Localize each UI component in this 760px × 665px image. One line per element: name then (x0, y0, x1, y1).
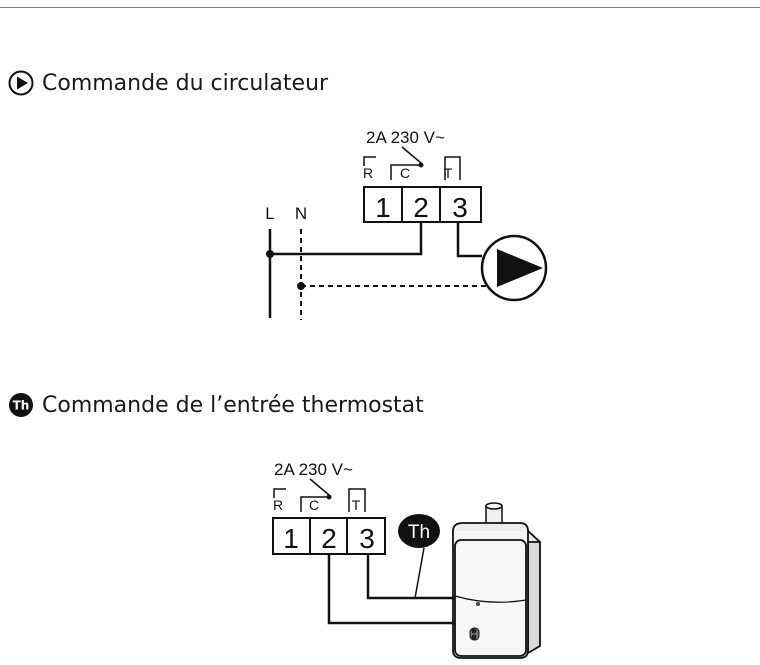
thermostat-th-badge (398, 514, 440, 548)
thermostat-contact-t: T (352, 497, 361, 513)
top-divider (0, 7, 760, 8)
circulateur-contact-c: C (400, 165, 410, 181)
live-wire-to-terminal-2 (270, 222, 423, 256)
thermostat-terminal-3: 3 (359, 523, 375, 554)
th-badge-leader-line (414, 547, 425, 599)
wire-terminal-3-to-pump (456, 222, 482, 258)
section-title-circulateur: Commande du circulateur (42, 70, 329, 96)
wire-terminal-2-to-boiler (327, 554, 455, 625)
thermostat-relay-symbol (273, 478, 366, 512)
thermostat-contact-r: R (273, 497, 283, 513)
wire-terminal-3-to-boiler (366, 554, 455, 600)
circulateur-terminal-1: 1 (375, 192, 391, 223)
circulateur-rating-label: 2A 230 V~ (366, 128, 445, 147)
circulateur-relay-symbol (363, 146, 461, 180)
play-circle-icon (8, 70, 34, 96)
thermostat-terminal-2: 2 (321, 523, 337, 554)
section-heading-thermostat: Th Commande de l’entrée thermostat (8, 392, 424, 418)
thermostat-wiring-diagram: 2A 230 V~ R C T 1 2 3 (272, 460, 541, 659)
line-label-l: L (265, 204, 274, 223)
thermostat-terminal-1: 1 (283, 523, 299, 554)
thermostat-terminal-block (272, 517, 386, 555)
circulateur-terminal-2: 2 (413, 192, 429, 223)
th-badge-icon: Th (8, 392, 34, 418)
circulateur-terminal-block (363, 186, 482, 223)
boiler-icon (452, 502, 541, 659)
thermostat-contact-c: C (309, 497, 319, 513)
pump-icon (480, 234, 548, 302)
th-badge-label: Th (408, 522, 430, 543)
circulateur-relay-contact-dot (418, 162, 424, 168)
live-junction-dot (266, 250, 274, 258)
th-badge-icon-text: Th (13, 399, 30, 413)
line-label-n: N (295, 204, 307, 223)
circulateur-contact-t: T (444, 165, 453, 181)
thermostat-relay-contact-dot (326, 494, 332, 500)
section-title-thermostat: Commande de l’entrée thermostat (42, 392, 424, 418)
circulateur-contact-r: R (363, 165, 373, 181)
circulateur-wiring-diagram: 2A 230 V~ R C T 1 2 3 L N (265, 128, 548, 320)
neutral-junction-dot (297, 282, 305, 290)
section-heading-circulateur: Commande du circulateur (8, 70, 328, 96)
circulateur-terminal-3: 3 (452, 192, 468, 223)
thermostat-rating-label: 2A 230 V~ (274, 460, 353, 479)
